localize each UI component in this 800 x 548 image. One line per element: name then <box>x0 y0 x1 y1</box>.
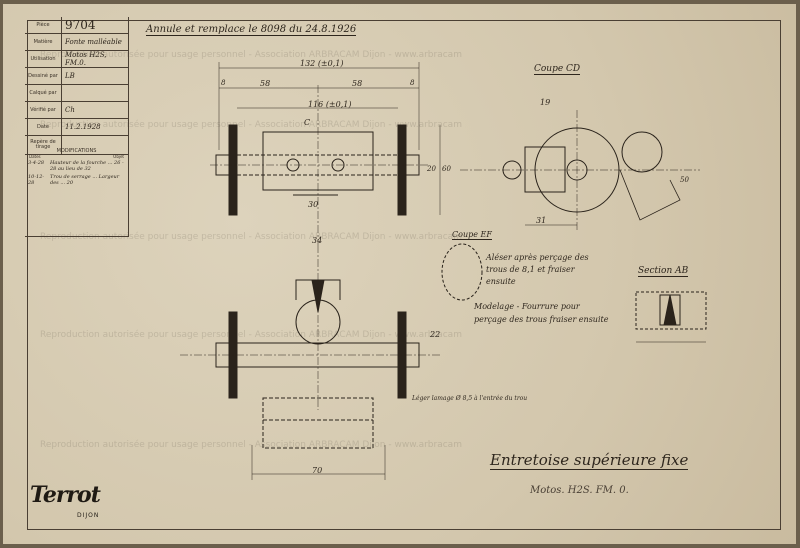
title-block-label: Pièce <box>25 17 62 33</box>
title-block-label: Date <box>25 119 62 135</box>
watermark: Reproduction autorisée pour usage person… <box>40 120 462 130</box>
dim-58b: 58 <box>352 79 363 88</box>
drawn-by-value: LB <box>65 72 75 80</box>
dim-116: 116 (±0,1) <box>308 100 352 109</box>
modification-date: 10-12-28 <box>28 174 45 186</box>
dim-8b: 8 <box>410 79 415 87</box>
title-block-label: Repère de tirage <box>25 136 62 154</box>
modifications-block: MODIFICATIONS Dates Objet 3-4-28 Hauteur… <box>25 146 129 237</box>
modification-date: 3-4-28 <box>28 160 45 166</box>
modification-entry: 3-4-28 Hauteur de la fourche ... 26 - 28… <box>25 159 128 173</box>
dim-132: 132 (±0,1) <box>300 59 344 68</box>
coupe-cd-right-circle <box>621 131 663 173</box>
dim-70: 70 <box>312 466 323 475</box>
hole-right <box>331 158 345 172</box>
flange-left <box>228 124 238 216</box>
coupe-ef-label: Coupe EF <box>452 230 492 240</box>
title-block-label: Vérifié par <box>25 102 62 118</box>
title-block-label: Calqué par <box>25 85 62 101</box>
title-block-row: Dessiné par LB <box>25 68 128 85</box>
title-block: Pièce 9704 Matière Fonte malléable Utili… <box>25 17 129 155</box>
terrot-city: DIJON <box>77 512 100 519</box>
modifications-col-objet: Objet <box>113 154 124 159</box>
modifications-title: MODIFICATIONS <box>56 148 97 154</box>
dim-19: 19 <box>540 98 551 107</box>
coupe-cd-label: Coupe CD <box>534 64 581 75</box>
dim-8a: 8 <box>221 79 226 87</box>
coupe-ef-outline <box>441 243 483 301</box>
dim-58a: 58 <box>260 79 271 88</box>
modifications-columns: Dates Objet <box>25 154 128 159</box>
dim-20: 20 <box>427 165 436 173</box>
title-block-row: Matière Fonte malléable <box>25 34 128 51</box>
part-title: Entretoise supérieure fixe <box>490 451 689 470</box>
modifications-col-date: Dates <box>29 154 41 159</box>
title-block-row: Repère de tirage <box>25 136 128 155</box>
watermark: Reproduction autorisée pour usage person… <box>40 440 462 450</box>
material-value: Fonte malléable <box>65 38 122 46</box>
title-block-row: Date 11.2.1928 <box>25 119 128 136</box>
bottom-body <box>262 397 374 449</box>
watermark: Reproduction autorisée pour usage person… <box>40 330 462 340</box>
dim-22: 22 <box>430 330 441 339</box>
reaming-note: Aléser après perçage des trous de 8,1 et… <box>486 253 589 286</box>
watermark: Reproduction autorisée pour usage person… <box>40 50 462 60</box>
drawing-frame <box>27 20 781 530</box>
title-block-row: Calqué par <box>25 85 128 102</box>
modification-text: Hauteur de la fourche ... 26 - 28 au lie… <box>50 160 124 172</box>
part-number: 9704 <box>65 18 96 32</box>
title-block-row: Utilisation Motos H2S, FM.0. <box>25 51 128 68</box>
title-block-label: Utilisation <box>25 51 62 67</box>
dim-30: 30 <box>308 200 319 209</box>
dim-60: 60 <box>442 165 451 173</box>
replacement-note: Annule et remplace le 8098 du 24.8.1926 <box>146 24 357 36</box>
title-block-label: Dessiné par <box>25 68 62 84</box>
section-ab-outline <box>635 291 707 330</box>
datum-c: C <box>304 118 311 127</box>
terrot-logo: Terrot <box>30 482 101 508</box>
title-block-label: Matière <box>25 34 62 50</box>
modification-entry: 10-12-28 Trou de serrage ... Largeur des… <box>25 173 128 187</box>
flange-right <box>397 124 407 216</box>
title-block-row: Pièce 9704 <box>25 17 128 34</box>
watermark: Reproduction autorisée pour usage person… <box>40 232 462 242</box>
date-value: 11.2.1928 <box>65 123 101 131</box>
section-ab-label: Section AB <box>638 266 689 277</box>
modification-text: Trou de serrage ... Largeur des ... 20 <box>50 174 120 186</box>
title-block-row: Vérifié par Ch <box>25 102 128 119</box>
hole-left <box>286 158 300 172</box>
dim-31: 31 <box>536 216 547 225</box>
checked-by-value: Ch <box>65 106 75 114</box>
countersink-note: Léger lamage Ø 8,5 à l'entrée du trou <box>412 395 528 402</box>
modelage-note: Modelage - Fourrure pour perçage des tro… <box>474 302 609 324</box>
dim-50: 50 <box>680 176 689 184</box>
usage-value: Motos H2S, FM.0. <box>65 51 107 67</box>
coupe-cd-rect <box>524 146 566 193</box>
moto-reference: Motos. H2S. FM. 0. <box>530 485 629 496</box>
dim-34: 34 <box>312 236 323 245</box>
drawing-sheet <box>3 4 796 544</box>
